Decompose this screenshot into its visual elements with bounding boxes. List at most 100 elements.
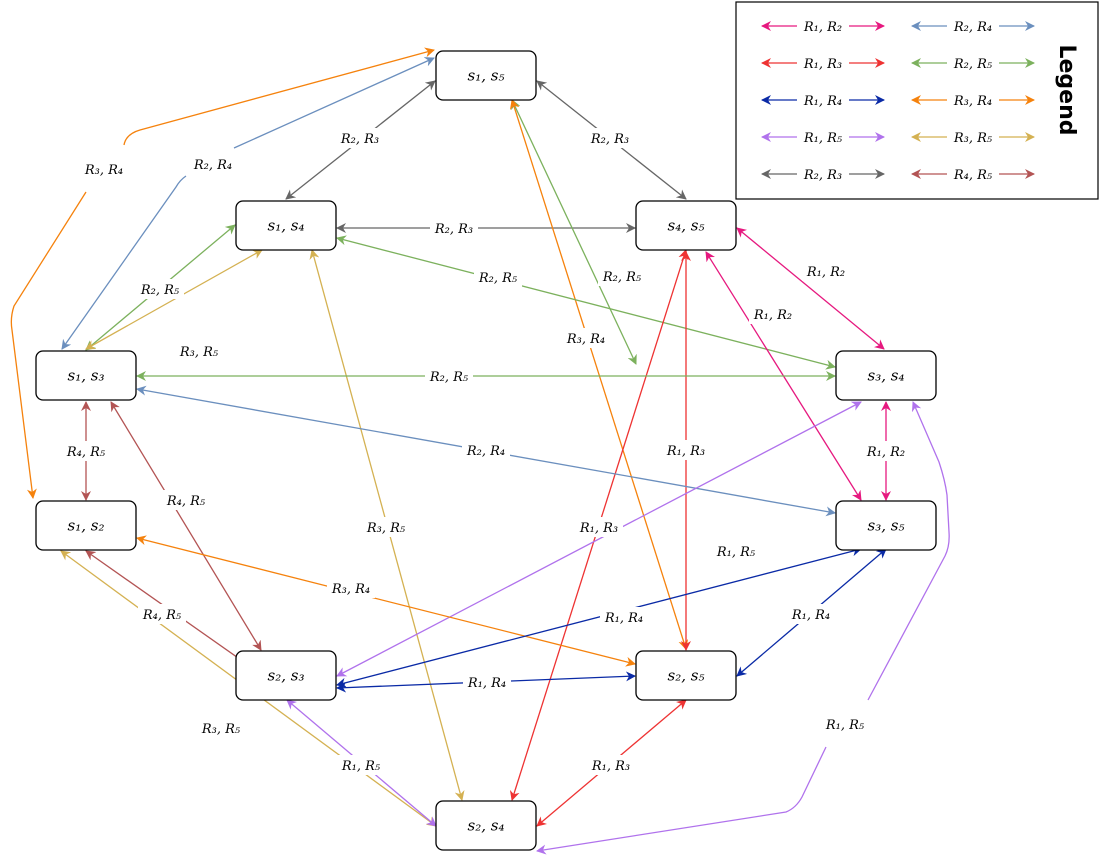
edge-label: R₁, R₅ bbox=[337, 755, 385, 775]
edge-s25-s15 bbox=[509, 99, 689, 650]
edge-label: R₃, R₅ bbox=[175, 341, 223, 361]
edge-label-bg bbox=[712, 541, 760, 561]
legend-item-r34: R₃, R₄ bbox=[911, 91, 1035, 109]
legend-item-r12: R₁, R₂ bbox=[761, 17, 885, 35]
node-s45[interactable]: s₄, s₅ bbox=[635, 200, 737, 251]
edge-label-text: R₂, R₅ bbox=[602, 270, 642, 285]
node-s35[interactable]: s₃, s₅ bbox=[835, 500, 937, 551]
edge-label-bg bbox=[821, 714, 869, 734]
legend-label-bg bbox=[947, 165, 999, 183]
edge-label: R₁, R₂ bbox=[802, 261, 850, 281]
node-label: s₂, s₃ bbox=[268, 667, 305, 685]
legend-item-r45: R₄, R₅ bbox=[911, 165, 1035, 183]
node-box bbox=[635, 650, 737, 701]
edge-label-text: R₂, R₅ bbox=[429, 370, 469, 385]
edge-label: R₂, R₅ bbox=[598, 266, 646, 286]
node-s25[interactable]: s₂, s₅ bbox=[635, 650, 737, 701]
legend-item-r23: R₂, R₃ bbox=[761, 165, 885, 183]
edge-label: R₂, R₃ bbox=[430, 218, 478, 238]
node-box bbox=[835, 500, 937, 551]
legend-label: R₂, R₅ bbox=[953, 57, 993, 72]
edge-label-bg bbox=[600, 607, 648, 627]
node-label: s₄, s₅ bbox=[668, 217, 705, 235]
edge-label-bg bbox=[62, 441, 110, 461]
edge-label-text: R₂, R₅ bbox=[140, 283, 180, 298]
nodes-layer: s₁, s₅ s₁, s₄ s₄, s₅ s₁, s₃ s₃, s₄ s₁, s₂ s₃, … bbox=[35, 50, 937, 851]
legend-label: R₁, R₄ bbox=[803, 94, 842, 109]
edge-label: R₁, R₅ bbox=[712, 541, 760, 561]
edge-label-bg bbox=[337, 755, 385, 775]
node-box bbox=[35, 500, 137, 551]
edge-label: R₂, R₄ bbox=[462, 440, 510, 460]
legend-label: R₂, R₃ bbox=[803, 168, 842, 183]
edge-label-text: R₁, R₅ bbox=[825, 718, 865, 733]
edge-label-text: R₃, R₅ bbox=[366, 521, 406, 536]
legend-item-r15: R₁, R₅ bbox=[761, 128, 885, 146]
legend-title: Legend bbox=[1054, 44, 1079, 135]
edge-label-text: R₂, R₄ bbox=[466, 444, 505, 459]
edge-label-text: R₁, R₄ bbox=[604, 611, 643, 626]
edge-label: R₂, R₅ bbox=[425, 366, 473, 386]
edge-label: R₃, R₄ bbox=[562, 328, 610, 348]
node-label: s₃, s₅ bbox=[868, 517, 905, 535]
legend-label: R₁, R₅ bbox=[803, 131, 843, 146]
edge-label: R₄, R₅ bbox=[62, 441, 110, 461]
node-label: s₃, s₄ bbox=[868, 367, 905, 385]
legend-label: R₁, R₃ bbox=[803, 57, 842, 72]
edge-s12-s25 bbox=[136, 535, 636, 667]
legend-item-r35: R₃, R₅ bbox=[911, 128, 1035, 146]
node-box bbox=[235, 650, 337, 701]
edge-label-text: R₄, R₅ bbox=[166, 494, 206, 509]
edge-label-bg bbox=[562, 328, 610, 348]
edge-label: R₁, R₄ bbox=[787, 604, 835, 624]
edge-label: R₁, R₅ bbox=[821, 714, 869, 734]
node-label: s₁, s₂ bbox=[68, 517, 105, 535]
node-s23[interactable]: s₂, s₃ bbox=[235, 650, 337, 701]
edge-label-text: R₃, R₄ bbox=[331, 582, 370, 597]
edge-labels-layer: R₃, R₄ R₂, R₄ R₂, R₃ R₂, R₃ R₂, R₃ R₂, R₅ R₃, … bbox=[62, 128, 910, 775]
edge-label: R₃, R₄ bbox=[327, 578, 375, 598]
edge-label: R₂, R₃ bbox=[586, 128, 634, 148]
node-box bbox=[435, 800, 537, 851]
edge-label: R₁, R₄ bbox=[463, 672, 511, 692]
edge-label-text: R₃, R₅ bbox=[179, 345, 219, 360]
node-box bbox=[435, 50, 537, 101]
node-box bbox=[235, 200, 337, 251]
edge-s24-s34 bbox=[537, 402, 950, 851]
edge-label: R₂, R₅ bbox=[136, 279, 184, 299]
node-s13[interactable]: s₁, s₃ bbox=[35, 350, 137, 401]
node-s15[interactable]: s₁, s₅ bbox=[435, 50, 537, 101]
edge-label: R₂, R₅ bbox=[474, 267, 522, 287]
legend-item-r24: R₂, R₄ bbox=[911, 17, 1035, 35]
edge-label-bg bbox=[430, 218, 478, 238]
node-label: s₁, s₃ bbox=[68, 367, 105, 385]
edge-label-bg bbox=[336, 128, 384, 148]
legend-label-bg bbox=[797, 91, 849, 109]
edge-s23-s34 bbox=[336, 401, 862, 677]
edge-label-text: R₁, R₂ bbox=[753, 308, 792, 323]
legend-label-bg bbox=[947, 91, 999, 109]
node-s34[interactable]: s₃, s₄ bbox=[835, 350, 937, 401]
edge-label-text: R₂, R₄ bbox=[193, 158, 232, 173]
node-label: s₂, s₅ bbox=[668, 667, 705, 685]
legend-label: R₂, R₄ bbox=[953, 20, 992, 35]
legend-items: R₁, R₂ R₂, R₄ R₁, R₃ R₂, R₅ R₁, R₄ R₃, R₄ R₁, … bbox=[761, 17, 1035, 183]
edge-label-bg bbox=[425, 366, 473, 386]
edge-label-text: R₂, R₅ bbox=[478, 271, 518, 286]
edge-s45-s34 bbox=[736, 227, 885, 350]
legend: R₁, R₂ R₂, R₄ R₁, R₃ R₂, R₅ R₁, R₄ R₃, R₄ R₁, … bbox=[735, 1, 1099, 200]
edge-label-bg bbox=[175, 341, 223, 361]
edge-label: R₁, R₂ bbox=[749, 304, 797, 324]
legend-label-bg bbox=[947, 17, 999, 35]
node-s12[interactable]: s₁, s₂ bbox=[35, 500, 137, 551]
edge-label-text: R₁, R₃ bbox=[579, 521, 618, 536]
node-s24[interactable]: s₂, s₄ bbox=[435, 800, 537, 851]
edge-label: R₁, R₄ bbox=[600, 607, 648, 627]
node-label: s₂, s₄ bbox=[468, 817, 505, 835]
node-s14[interactable]: s₁, s₄ bbox=[235, 200, 337, 251]
edge-label-bg bbox=[136, 279, 184, 299]
legend-label: R₄, R₅ bbox=[953, 168, 993, 183]
edge-label-bg bbox=[598, 266, 646, 286]
legend-label-bg bbox=[797, 54, 849, 72]
legend-label: R₃, R₅ bbox=[953, 131, 993, 146]
